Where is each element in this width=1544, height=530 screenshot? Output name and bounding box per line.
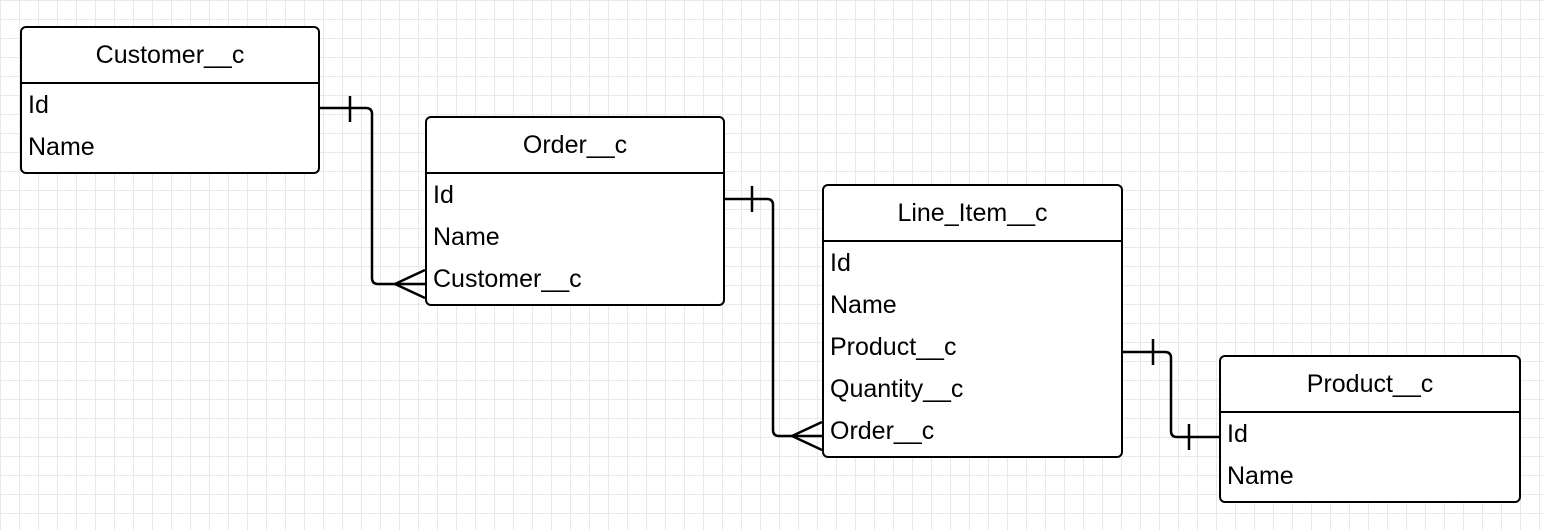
entity-order[interactable]: Order__c Id Name Customer__c: [425, 116, 725, 306]
entity-title: Customer__c: [22, 28, 318, 84]
entity-title: Product__c: [1221, 357, 1519, 413]
relationship-lineitem-product[interactable]: [1123, 339, 1219, 450]
relationship-order-lineitem[interactable]: [725, 186, 823, 452]
entity-line-item[interactable]: Line_Item__c Id Name Product__c Quantity…: [822, 184, 1123, 458]
field-product: Product__c: [830, 333, 957, 361]
field-name: Name: [1227, 462, 1294, 490]
field-name: Name: [28, 133, 95, 161]
field-name: Name: [830, 291, 897, 319]
entity-title: Line_Item__c: [824, 186, 1121, 242]
crowfoot-marker: [791, 434, 823, 452]
field-id: Id: [1227, 420, 1248, 448]
crowfoot-marker: [394, 268, 426, 286]
field-id: Id: [830, 249, 851, 277]
relationship-customer-order[interactable]: [320, 96, 426, 300]
entity-product[interactable]: Product__c Id Name: [1219, 355, 1521, 503]
field-id: Id: [433, 181, 454, 209]
entity-title: Order__c: [427, 118, 723, 174]
field-name: Name: [433, 223, 500, 251]
field-id: Id: [28, 91, 49, 119]
crowfoot-marker: [791, 420, 823, 438]
field-order: Order__c: [830, 417, 935, 445]
field-customer: Customer__c: [433, 265, 582, 293]
field-quantity: Quantity__c: [830, 375, 964, 403]
crowfoot-marker: [394, 282, 426, 300]
entity-customer[interactable]: Customer__c Id Name: [20, 26, 320, 174]
